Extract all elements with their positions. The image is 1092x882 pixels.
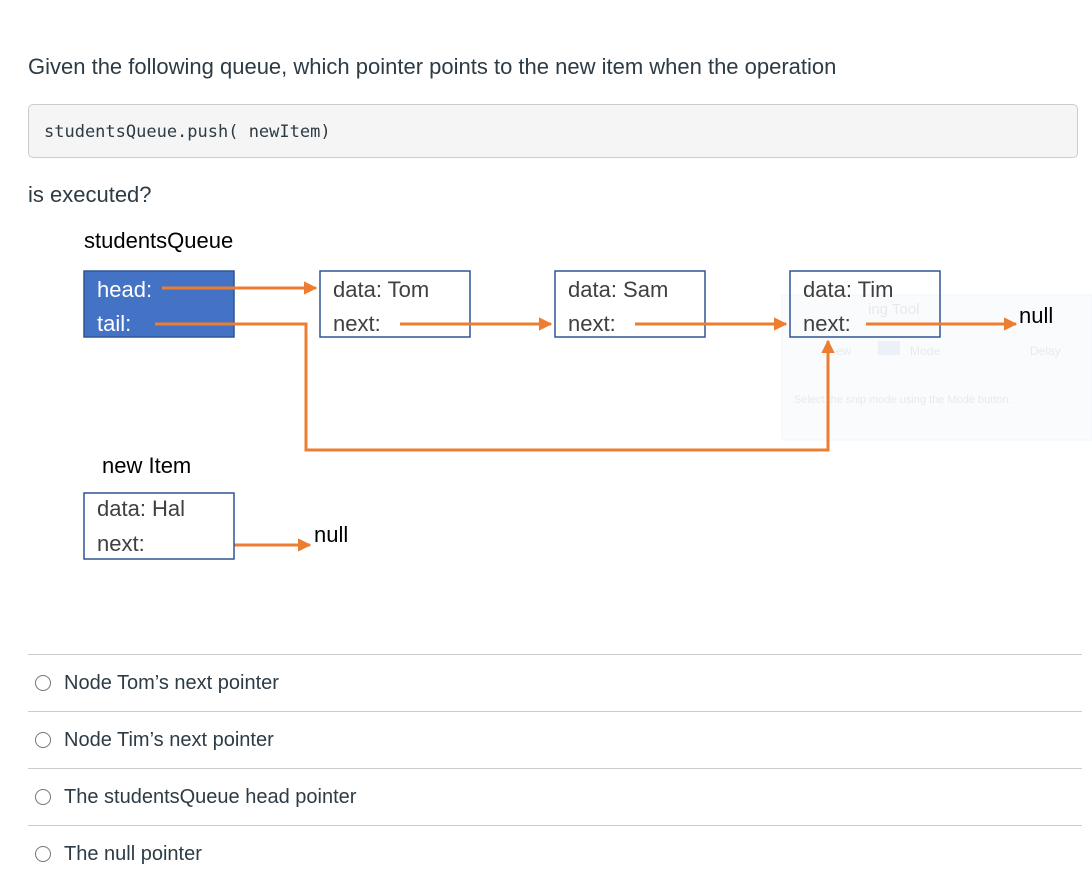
ghost-hint: Select the snip mode using the Mode butt…: [794, 394, 1012, 406]
answer-option[interactable]: The null pointer: [28, 825, 1082, 882]
answer-label: Node Tim’s next pointer: [64, 728, 274, 751]
code-block: studentsQueue.push( newItem): [28, 104, 1078, 158]
ghost-mode: Mode: [910, 344, 940, 358]
ghost-snip-title: ing Tool: [868, 301, 919, 318]
code-text: studentsQueue.push( newItem): [44, 122, 331, 142]
null-label-tim: null: [1019, 303, 1053, 328]
node-hal: data: Hal next:: [83, 492, 235, 560]
node-sam-data: data: Sam: [568, 277, 668, 302]
node-tom-next: next:: [333, 311, 381, 336]
answer-label: The null pointer: [64, 842, 202, 865]
queue-diagram: ing Tool ew Mode Delay Select the snip m…: [83, 228, 1092, 560]
answer-option[interactable]: Node Tom’s next pointer: [28, 654, 1082, 711]
node-hal-data: data: Hal: [97, 496, 185, 521]
node-tom: data: Tom next:: [319, 270, 471, 338]
answer-option[interactable]: The studentsQueue head pointer: [28, 768, 1082, 825]
question-continuation: is executed?: [28, 182, 152, 207]
ghost-delay: Delay: [1030, 344, 1061, 358]
node-hal-next: next:: [97, 531, 145, 556]
queue-pointer-box: [83, 270, 235, 338]
new-item-title: new Item: [102, 453, 191, 478]
node-tom-data: data: Tom: [333, 277, 429, 302]
node-sam-next: next:: [568, 311, 616, 336]
node-tim-next: next:: [803, 311, 851, 336]
tail-label: tail:: [97, 311, 131, 336]
radio-button[interactable]: [35, 846, 51, 862]
head-label: head:: [97, 277, 152, 302]
radio-button[interactable]: [35, 732, 51, 748]
snipping-tool-ghost: ing Tool ew Mode Delay Select the snip m…: [781, 294, 1092, 441]
answer-option[interactable]: Node Tim’s next pointer: [28, 711, 1082, 768]
ghost-new: ew: [836, 344, 852, 358]
answer-label: The studentsQueue head pointer: [64, 785, 357, 808]
queue-title: studentsQueue: [84, 228, 233, 253]
question-prompt: Given the following queue, which pointer…: [28, 54, 837, 79]
radio-button[interactable]: [35, 789, 51, 805]
tail-arrow: [155, 322, 835, 452]
node-sam: data: Sam next:: [554, 270, 706, 338]
answer-label: Node Tom’s next pointer: [64, 671, 279, 694]
null-label-hal: null: [314, 522, 348, 547]
node-tim: data: Tim next:: [789, 270, 941, 338]
answer-options: Node Tom’s next pointer Node Tim’s next …: [28, 654, 1082, 882]
radio-button[interactable]: [35, 675, 51, 691]
node-tim-data: data: Tim: [803, 277, 893, 302]
